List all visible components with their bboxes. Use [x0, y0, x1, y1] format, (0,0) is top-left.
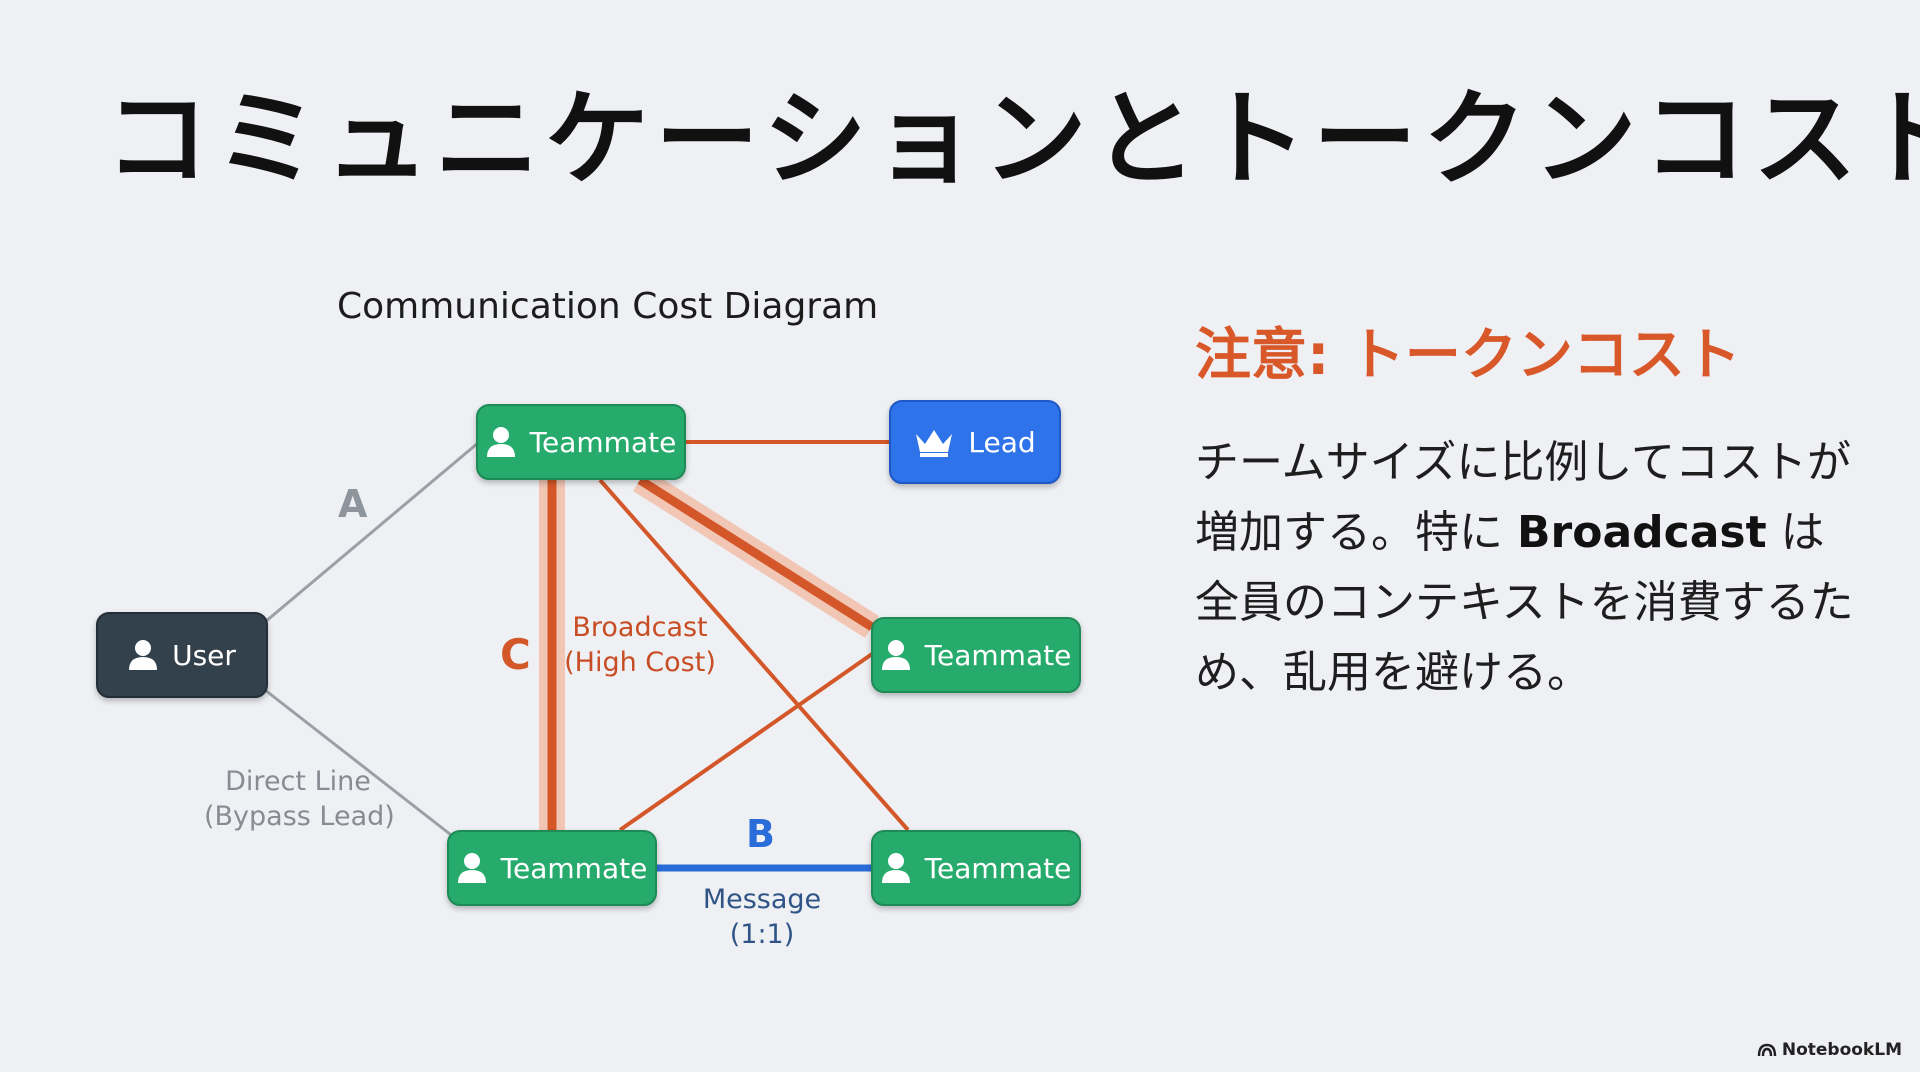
node-label: Lead [968, 425, 1036, 459]
lead-node: Lead [889, 400, 1061, 484]
slide-title: コミュニケーションとトークンコスト [105, 78, 1920, 200]
message-label-line1: Message [702, 884, 822, 915]
diagram-title: Communication Cost Diagram [337, 286, 879, 327]
edge-user-to-top-teammate [264, 441, 479, 624]
node-label: Teammate [529, 425, 677, 459]
message-label: Message (1:1) [692, 882, 832, 952]
teammate-node-top: Teammate [476, 404, 686, 480]
edge-label-b: B [746, 812, 775, 856]
person-icon [881, 853, 910, 883]
broadcast-label: Broadcast (High Cost) [562, 610, 718, 680]
crown-icon [916, 430, 953, 457]
node-label: User [172, 638, 236, 672]
edge-label-a: A [338, 482, 368, 526]
note-body: チームサイズに比例してコストが増加する。特に Broadcast は全員のコンテ… [1195, 428, 1855, 708]
direct-line-label-line2: (Bypass Lead) [204, 801, 395, 833]
edge-top-to-bottom-right [598, 478, 910, 832]
note-body-part1: チームサイズに比例してコストが増加する。特に [1195, 437, 1852, 558]
person-icon [129, 640, 158, 670]
broadcast-label-line2: (High Cost) [564, 647, 716, 679]
teammate-node-right: Teammate [871, 617, 1081, 693]
note-body-part2: は全員のコンテキストを消費するため、乱用を避ける。 [1195, 507, 1854, 698]
edge-bottom-left-to-right [618, 652, 874, 832]
notebooklm-watermark: NotebookLM [1757, 1040, 1902, 1060]
person-icon [486, 427, 515, 457]
node-label: Teammate [924, 638, 1072, 672]
watermark-text: NotebookLM [1781, 1040, 1902, 1060]
broadcast-label-line1: Broadcast [572, 612, 708, 643]
edge-broadcast-right [637, 476, 875, 631]
edge-user-to-bottom-teammate [264, 688, 456, 840]
node-label: Teammate [500, 851, 648, 885]
person-icon [881, 640, 910, 670]
message-label-line2: (1:1) [729, 919, 795, 951]
node-label: Teammate [924, 851, 1072, 885]
direct-line-label: Direct Line (Bypass Lead) [204, 764, 395, 834]
note-body-bold: Broadcast [1517, 507, 1767, 558]
direct-line-label-line1: Direct Line [225, 766, 371, 797]
notebooklm-logo-icon [1757, 1043, 1777, 1057]
teammate-node-bottom-left: Teammate [447, 830, 657, 906]
note-heading: 注意: トークンコスト [1195, 323, 1741, 388]
teammate-node-bottom-right: Teammate [871, 830, 1081, 906]
user-node: User [96, 612, 268, 698]
edge-label-c: C [500, 630, 531, 679]
person-icon [457, 853, 486, 883]
